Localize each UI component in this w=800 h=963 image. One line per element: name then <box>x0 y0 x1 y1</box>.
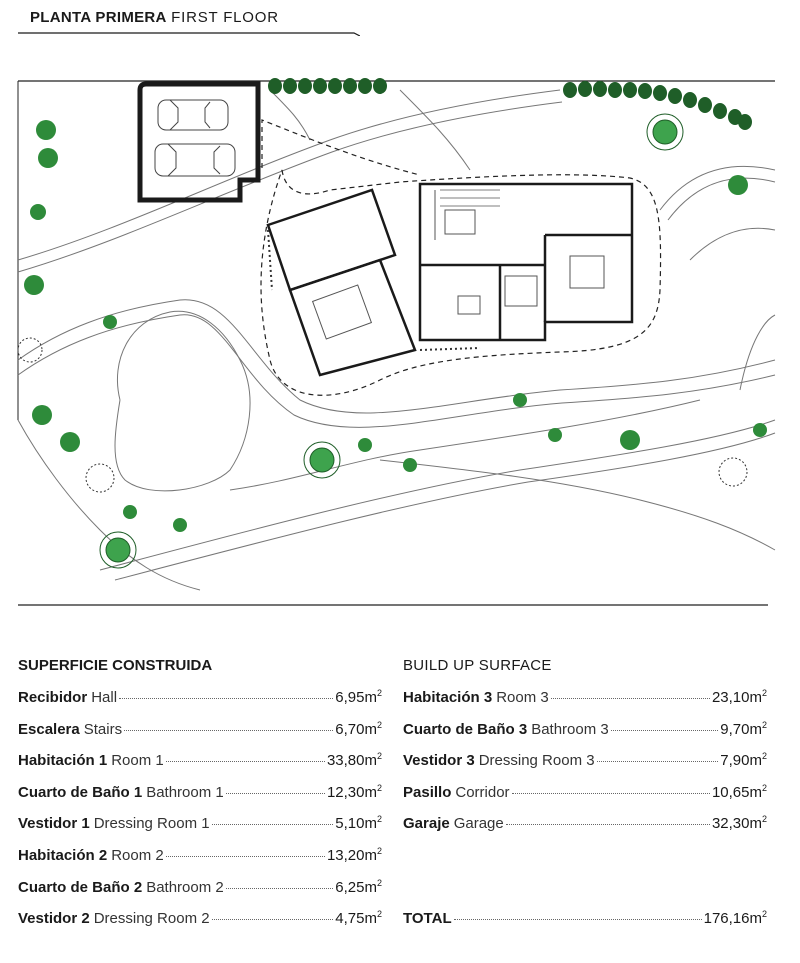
leader-dots <box>165 855 325 857</box>
room-area: 5,10m2 <box>335 814 382 833</box>
room-area: 10,65m2 <box>711 782 767 801</box>
room-name-en: Bathroom 1 <box>146 783 224 801</box>
leader-dots <box>211 824 334 826</box>
room-name-en: Bathroom 2 <box>146 878 224 896</box>
room-name-en: Dressing Room 3 <box>478 752 595 770</box>
room-area: 6,95m2 <box>335 688 382 706</box>
room-name-en: Room 3 <box>496 689 549 706</box>
leader-dots <box>225 887 334 889</box>
leader-dots <box>550 698 710 699</box>
room-name-es: Pasillo <box>403 783 452 801</box>
leader-dots <box>119 698 334 699</box>
leader-dots <box>453 919 702 921</box>
title-en: FIRST FLOOR <box>171 9 279 26</box>
leader-dots <box>165 761 325 763</box>
room-name-es: Habitación 1 <box>18 752 108 770</box>
room-area: 23,10m2 <box>711 688 767 706</box>
header-underline <box>18 32 360 36</box>
total-value: 176,16m2 <box>703 909 767 928</box>
room-name-es: Vestidor 2 <box>18 910 90 928</box>
total-row: TOTAL 176,16m2 <box>403 909 767 941</box>
room-name-en: Hall <box>91 689 118 706</box>
leader-dots <box>511 792 710 794</box>
room-name-en: Corridor <box>455 783 510 801</box>
leader-dots <box>610 729 719 731</box>
room-area: 12,30m2 <box>326 782 382 801</box>
room-area: 32,30m2 <box>711 814 767 833</box>
room-name-en: Garage <box>453 815 504 833</box>
room-name-es: Cuarto de Baño 2 <box>18 878 143 896</box>
room-name-es: Cuarto de Baño 3 <box>403 720 528 738</box>
room-name-en: Stairs <box>83 720 123 738</box>
leader-dots <box>211 919 334 921</box>
page-title: PLANTA PRIMERA FIRST FLOOR <box>30 9 279 26</box>
room-area: 6,70m2 <box>335 719 382 738</box>
leader-dots <box>225 792 325 794</box>
title-es: PLANTA PRIMERA <box>30 9 167 26</box>
room-name-es: Garaje <box>403 815 450 833</box>
room-name-en: Bathroom 3 <box>531 720 609 738</box>
leader-dots <box>505 824 710 826</box>
floor-plan-drawing <box>17 78 776 606</box>
leader-dots <box>596 761 719 763</box>
surface-title-es: SUPERFICIE CONSTRUIDA <box>18 657 213 674</box>
room-area: 13,20m2 <box>326 845 382 864</box>
room-name-es: Cuarto de Baño 1 <box>18 783 143 801</box>
room-name-en: Room 2 <box>111 846 164 864</box>
room-area: 33,80m2 <box>326 751 382 770</box>
room-area: 6,25m2 <box>335 877 382 896</box>
room-area: 4,75m2 <box>335 909 382 928</box>
table-spacer <box>403 846 767 909</box>
room-name-es: Habitación 3 <box>403 689 493 706</box>
total-label: TOTAL <box>403 910 452 928</box>
room-name-es: Habitación 2 <box>18 846 108 864</box>
room-name-es: Escalera <box>18 720 80 738</box>
room-name-es: Vestidor 3 <box>403 752 475 770</box>
room-name-en: Dressing Room 2 <box>93 910 210 928</box>
room-name-en: Room 1 <box>111 752 164 770</box>
room-name-es: Recibidor <box>18 689 88 706</box>
room-name-es: Vestidor 1 <box>18 815 90 833</box>
leader-dots <box>124 729 334 731</box>
surface-title-en: BUILD UP SURFACE <box>403 657 552 674</box>
room-area: 9,70m2 <box>720 719 767 738</box>
room-name-en: Dressing Room 1 <box>93 815 210 833</box>
room-area: 7,90m2 <box>720 751 767 770</box>
